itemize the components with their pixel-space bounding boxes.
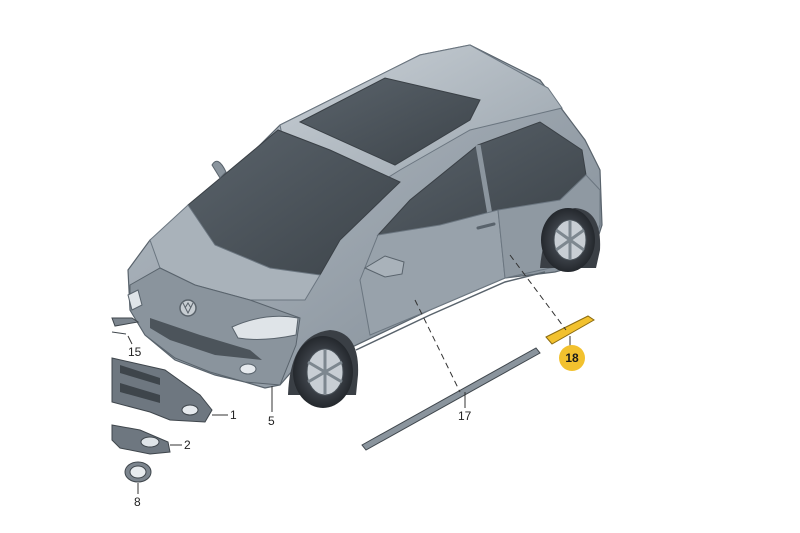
side-mirror xyxy=(363,255,405,278)
lower-grille xyxy=(150,318,262,360)
projection-17 xyxy=(414,299,461,393)
vw-emblem-mark xyxy=(182,302,194,315)
part-15-bracket xyxy=(111,317,140,335)
callout-18: 18 xyxy=(565,351,579,365)
b-pillar xyxy=(475,144,493,216)
callout-2: 2 xyxy=(184,438,191,452)
car-body xyxy=(127,44,603,408)
callout-15: 15 xyxy=(128,345,142,359)
front-bumper xyxy=(129,267,301,386)
projection-18 xyxy=(509,254,567,331)
sill-line xyxy=(355,271,546,351)
callout-1: 1 xyxy=(230,408,237,422)
door-handle xyxy=(476,222,496,230)
part-17-side-strip xyxy=(361,347,541,451)
rear-rim-spokes xyxy=(555,220,585,260)
leader-15 xyxy=(127,335,133,345)
leader-lines xyxy=(127,254,571,494)
callout-8: 8 xyxy=(134,495,141,509)
headlight-left xyxy=(127,289,143,311)
sunroof-glass xyxy=(298,77,481,166)
part-18-highlighted-trim xyxy=(545,315,595,345)
callout-5: 5 xyxy=(268,414,275,428)
callout-17: 17 xyxy=(458,409,472,423)
antenna xyxy=(211,160,227,179)
front-rim-spokes xyxy=(307,350,343,394)
headlight xyxy=(231,315,299,340)
fog-light xyxy=(239,363,257,375)
callout-18-badge xyxy=(559,345,585,371)
part-1-lower-grille xyxy=(111,357,213,423)
part-2-trim xyxy=(111,424,171,455)
part-8-ring xyxy=(124,461,152,483)
